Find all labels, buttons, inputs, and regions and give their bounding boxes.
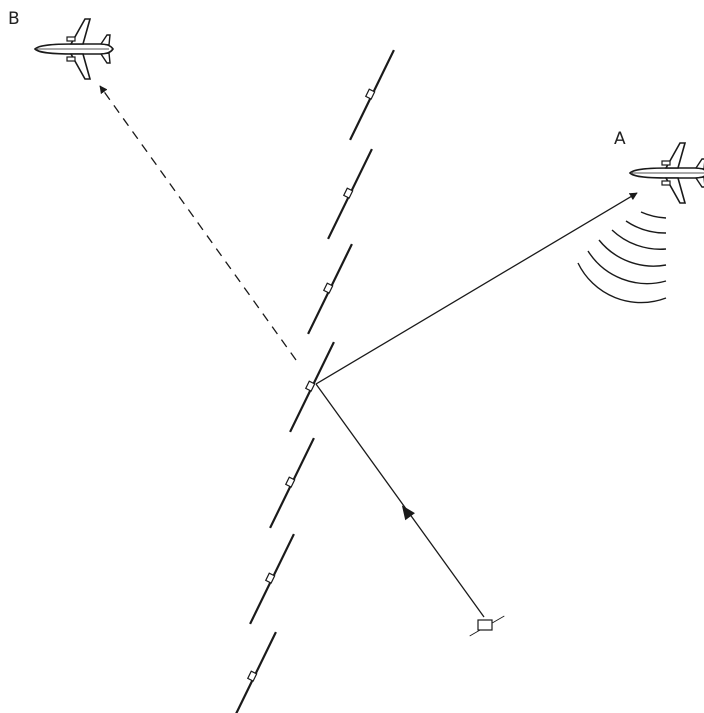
plane-a [629, 142, 704, 204]
satellite-2 [322, 145, 374, 241]
satellite-6 [244, 530, 296, 626]
satellite-4-reflector [284, 338, 336, 434]
radio-wave-arcs [577, 211, 667, 304]
satellite-3 [302, 240, 354, 336]
satellite-1 [344, 46, 396, 142]
signal-to-b-dashed-line [99, 85, 297, 361]
plane-b [34, 18, 114, 80]
signal-to-a-line [315, 192, 638, 385]
ground-terminal-box [477, 619, 493, 631]
plane-b-label: B [8, 9, 20, 29]
satellite-5 [264, 434, 316, 530]
plane-a-label: A [614, 129, 626, 149]
satellite-array [226, 46, 396, 713]
uplink-signal-line [315, 383, 485, 618]
uplink-arrowhead [401, 505, 415, 521]
satellite-7 [226, 628, 278, 713]
